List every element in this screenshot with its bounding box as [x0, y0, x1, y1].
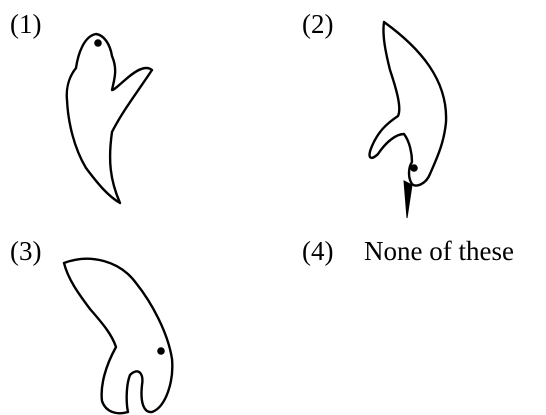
option-1-bird-figure — [60, 20, 170, 205]
option-4-number: (4) — [302, 236, 334, 266]
option-1-number: (1) — [10, 9, 42, 39]
option-3-bird-figure — [60, 255, 190, 415]
option-2-bird-figure — [360, 18, 455, 223]
bird-outline-1 — [65, 32, 154, 205]
option-3-number: (3) — [10, 236, 42, 266]
bird-eye-2 — [410, 164, 418, 172]
option-4-text: None of these — [364, 236, 514, 266]
bird-outline-2 — [368, 20, 448, 187]
bird-outline-3 — [62, 257, 174, 415]
bird-eye-1 — [94, 39, 102, 47]
bird-eye-3 — [157, 347, 165, 355]
option-2-number: (2) — [302, 9, 334, 39]
bird-beak-2 — [403, 180, 413, 219]
